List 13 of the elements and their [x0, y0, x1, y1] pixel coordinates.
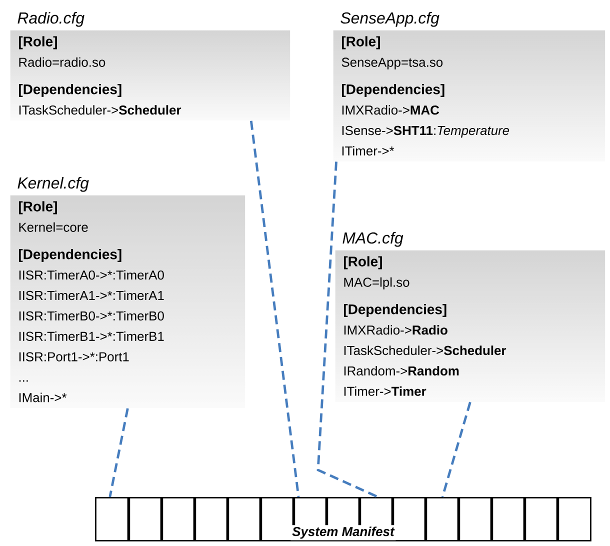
node-label: MAC.cfg	[342, 232, 404, 247]
node-label: SenseApp.cfg	[340, 12, 440, 27]
dashed-line	[441, 402, 472, 498]
config-card: Radio.cfg [Role] Radio=radio.so [Dependencies] ITaskScheduler->Scheduler	[10, 12, 290, 121]
config-card: Kernel.cfg [Role] Kernel=core [Dependencies] IISR:TimerA0->*:TimerA0 IISR:TimerA1->*:TimerA1 IISR:TimerB0->*:TimerB0 IISR:TimerB1->*:TimerB1 IISR:Port1->*:Port1 ... IMain->*	[10, 176, 246, 408]
node-label: Radio.cfg	[18, 12, 84, 27]
config-card: SenseApp.cfg [Role] SenseApp=tsa.so [Dependencies] IMXRadio->MAC ISense->SHT11:Temperature ITimer->*	[333, 12, 606, 162]
dashed-line	[316, 162, 378, 498]
manifest-bar: System Manifest	[95, 497, 592, 542]
dashed-line	[108, 408, 129, 498]
config-card: MAC.cfg [Role] MAC=lpl.so [Dependencies] IMXRadio->Radio ITaskScheduler->Scheduler IRandom->Random ITimer->Timer	[335, 232, 606, 402]
node-label: Kernel.cfg	[18, 176, 89, 192]
dashed-line	[250, 120, 300, 498]
